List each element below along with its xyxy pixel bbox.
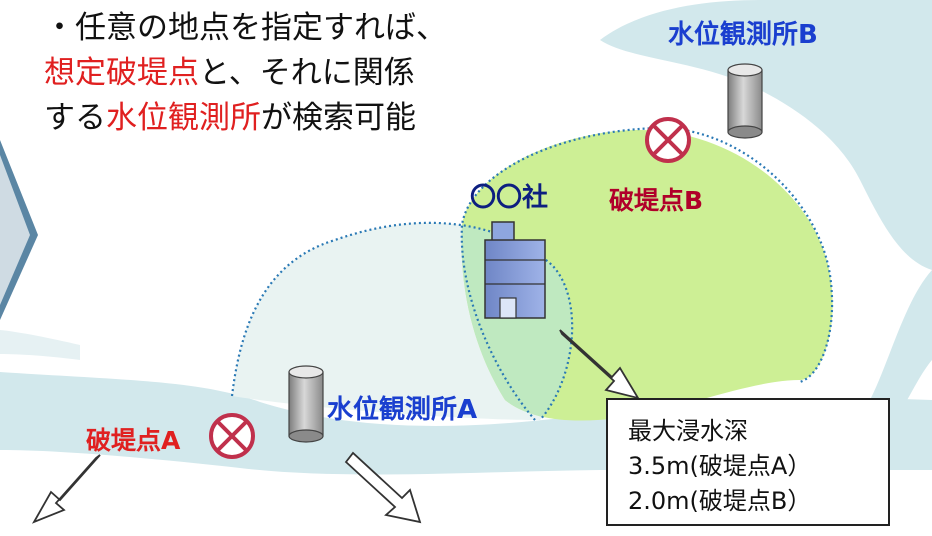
description-line-3: する水位観測所が検索可能	[44, 100, 416, 136]
arrow-icon	[31, 454, 101, 524]
river-upper	[600, 0, 932, 270]
gauge-cylinder-icon	[288, 365, 324, 443]
info-depth-b: 2.0m(破堤点B）	[628, 487, 812, 515]
river-upper-edge	[870, 270, 932, 440]
arrow-icon	[559, 329, 640, 400]
river-left	[0, 330, 80, 360]
max-depth-info-box: 最大浸水深 3.5m(破堤点A） 2.0m(破堤点B）	[606, 398, 890, 526]
station-a-label: 水位観測所A	[327, 395, 478, 425]
building-icon	[484, 221, 546, 319]
description-text: ・任意の地点を指定すれば、 想定破堤点と、それに関係 する水位観測所が検索可能	[44, 6, 447, 141]
breach-b-label: 破堤点B	[609, 186, 704, 215]
breach-marker-icon	[209, 413, 255, 459]
info-title: 最大浸水深	[628, 417, 748, 445]
description-line-2: 想定破堤点と、それに関係	[44, 55, 415, 91]
company-label: 〇〇社	[470, 183, 549, 213]
breach-marker-icon	[645, 117, 691, 163]
station-b-label: 水位観測所B	[668, 20, 818, 50]
breach-a-label: 破堤点A	[86, 426, 181, 455]
zone-b-outline	[460, 126, 834, 421]
description-line-1: ・任意の地点を指定すれば、	[44, 10, 447, 46]
arrow-icon	[344, 451, 422, 524]
highlight-station: 水位観測所	[106, 100, 261, 136]
flood-zone-overlap	[461, 222, 573, 420]
highlight-breach-point: 想定破堤点	[44, 55, 199, 91]
gauge-cylinder-icon	[727, 63, 763, 139]
info-depth-a: 3.5m(破堤点A）	[628, 452, 812, 480]
